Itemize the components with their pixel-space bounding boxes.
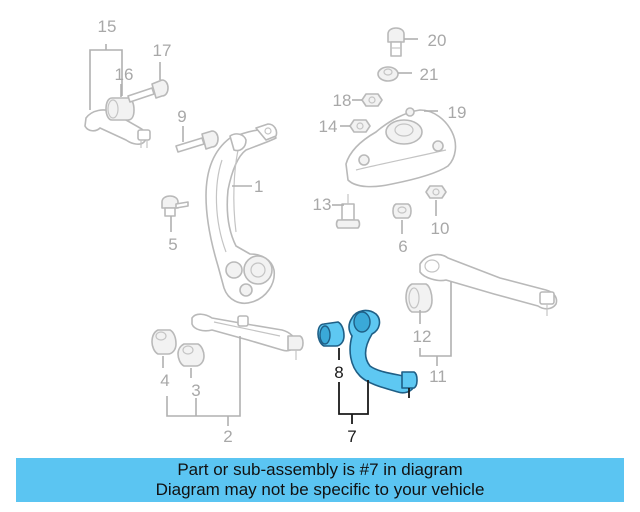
- part-10-nut: [425, 185, 447, 199]
- callout-2: 2: [223, 427, 232, 446]
- callout-8: 8: [334, 363, 343, 382]
- callout-21: 21: [420, 65, 439, 84]
- part-18-nut: [361, 93, 383, 107]
- callout-12: 12: [413, 327, 432, 346]
- callout-9: 9: [177, 107, 186, 126]
- part-11-lower-arm: [419, 253, 558, 316]
- part-1-knuckle: [205, 123, 278, 304]
- part-16-bushing: [105, 97, 135, 121]
- part-2-lower-link: [191, 313, 304, 360]
- callout-5: 5: [168, 235, 177, 254]
- callout-18: 18: [333, 91, 352, 110]
- part-17-bolt: [127, 79, 169, 103]
- callout-3: 3: [191, 381, 200, 400]
- banner-line-1: Part or sub-assembly is #7 in diagram: [177, 460, 463, 479]
- banner-line-2: Diagram may not be specific to your vehi…: [155, 480, 485, 499]
- info-banner: Part or sub-assembly is #7 in diagram Di…: [16, 458, 624, 502]
- callout-1: 1: [254, 177, 263, 196]
- callout-17: 17: [153, 41, 172, 60]
- part-7-control-arm-highlight: [348, 309, 418, 398]
- part-5-bolt: [161, 195, 189, 217]
- part-3-bushing: [177, 343, 205, 367]
- parts-diagram: 1 2 3 4 5 6 7 8 9 10 11 12 13 14 15 16 1…: [84, 17, 558, 446]
- callout-4: 4: [160, 371, 169, 390]
- part-19-mount: [345, 107, 457, 188]
- part-21-washer: [377, 66, 399, 82]
- part-8-bushing-highlight: [317, 321, 345, 347]
- part-6-bushing: [392, 203, 412, 219]
- part-12-bushing: [405, 283, 433, 313]
- callout-11: 11: [429, 367, 447, 386]
- callout-19: 19: [448, 103, 467, 122]
- part-20-bolt: [387, 27, 405, 57]
- part-9-bolt: [175, 130, 219, 153]
- callout-6: 6: [398, 237, 407, 256]
- callout-10: 10: [431, 219, 450, 238]
- callout-14: 14: [319, 117, 338, 136]
- callout-7: 7: [347, 427, 356, 446]
- callout-13: 13: [313, 195, 332, 214]
- part-13-bolt: [335, 194, 361, 229]
- part-4-bushing: [151, 329, 177, 355]
- callout-16: 16: [115, 65, 134, 84]
- callout-15: 15: [98, 17, 117, 36]
- callout-20: 20: [428, 31, 447, 50]
- part-14-nut: [349, 119, 371, 133]
